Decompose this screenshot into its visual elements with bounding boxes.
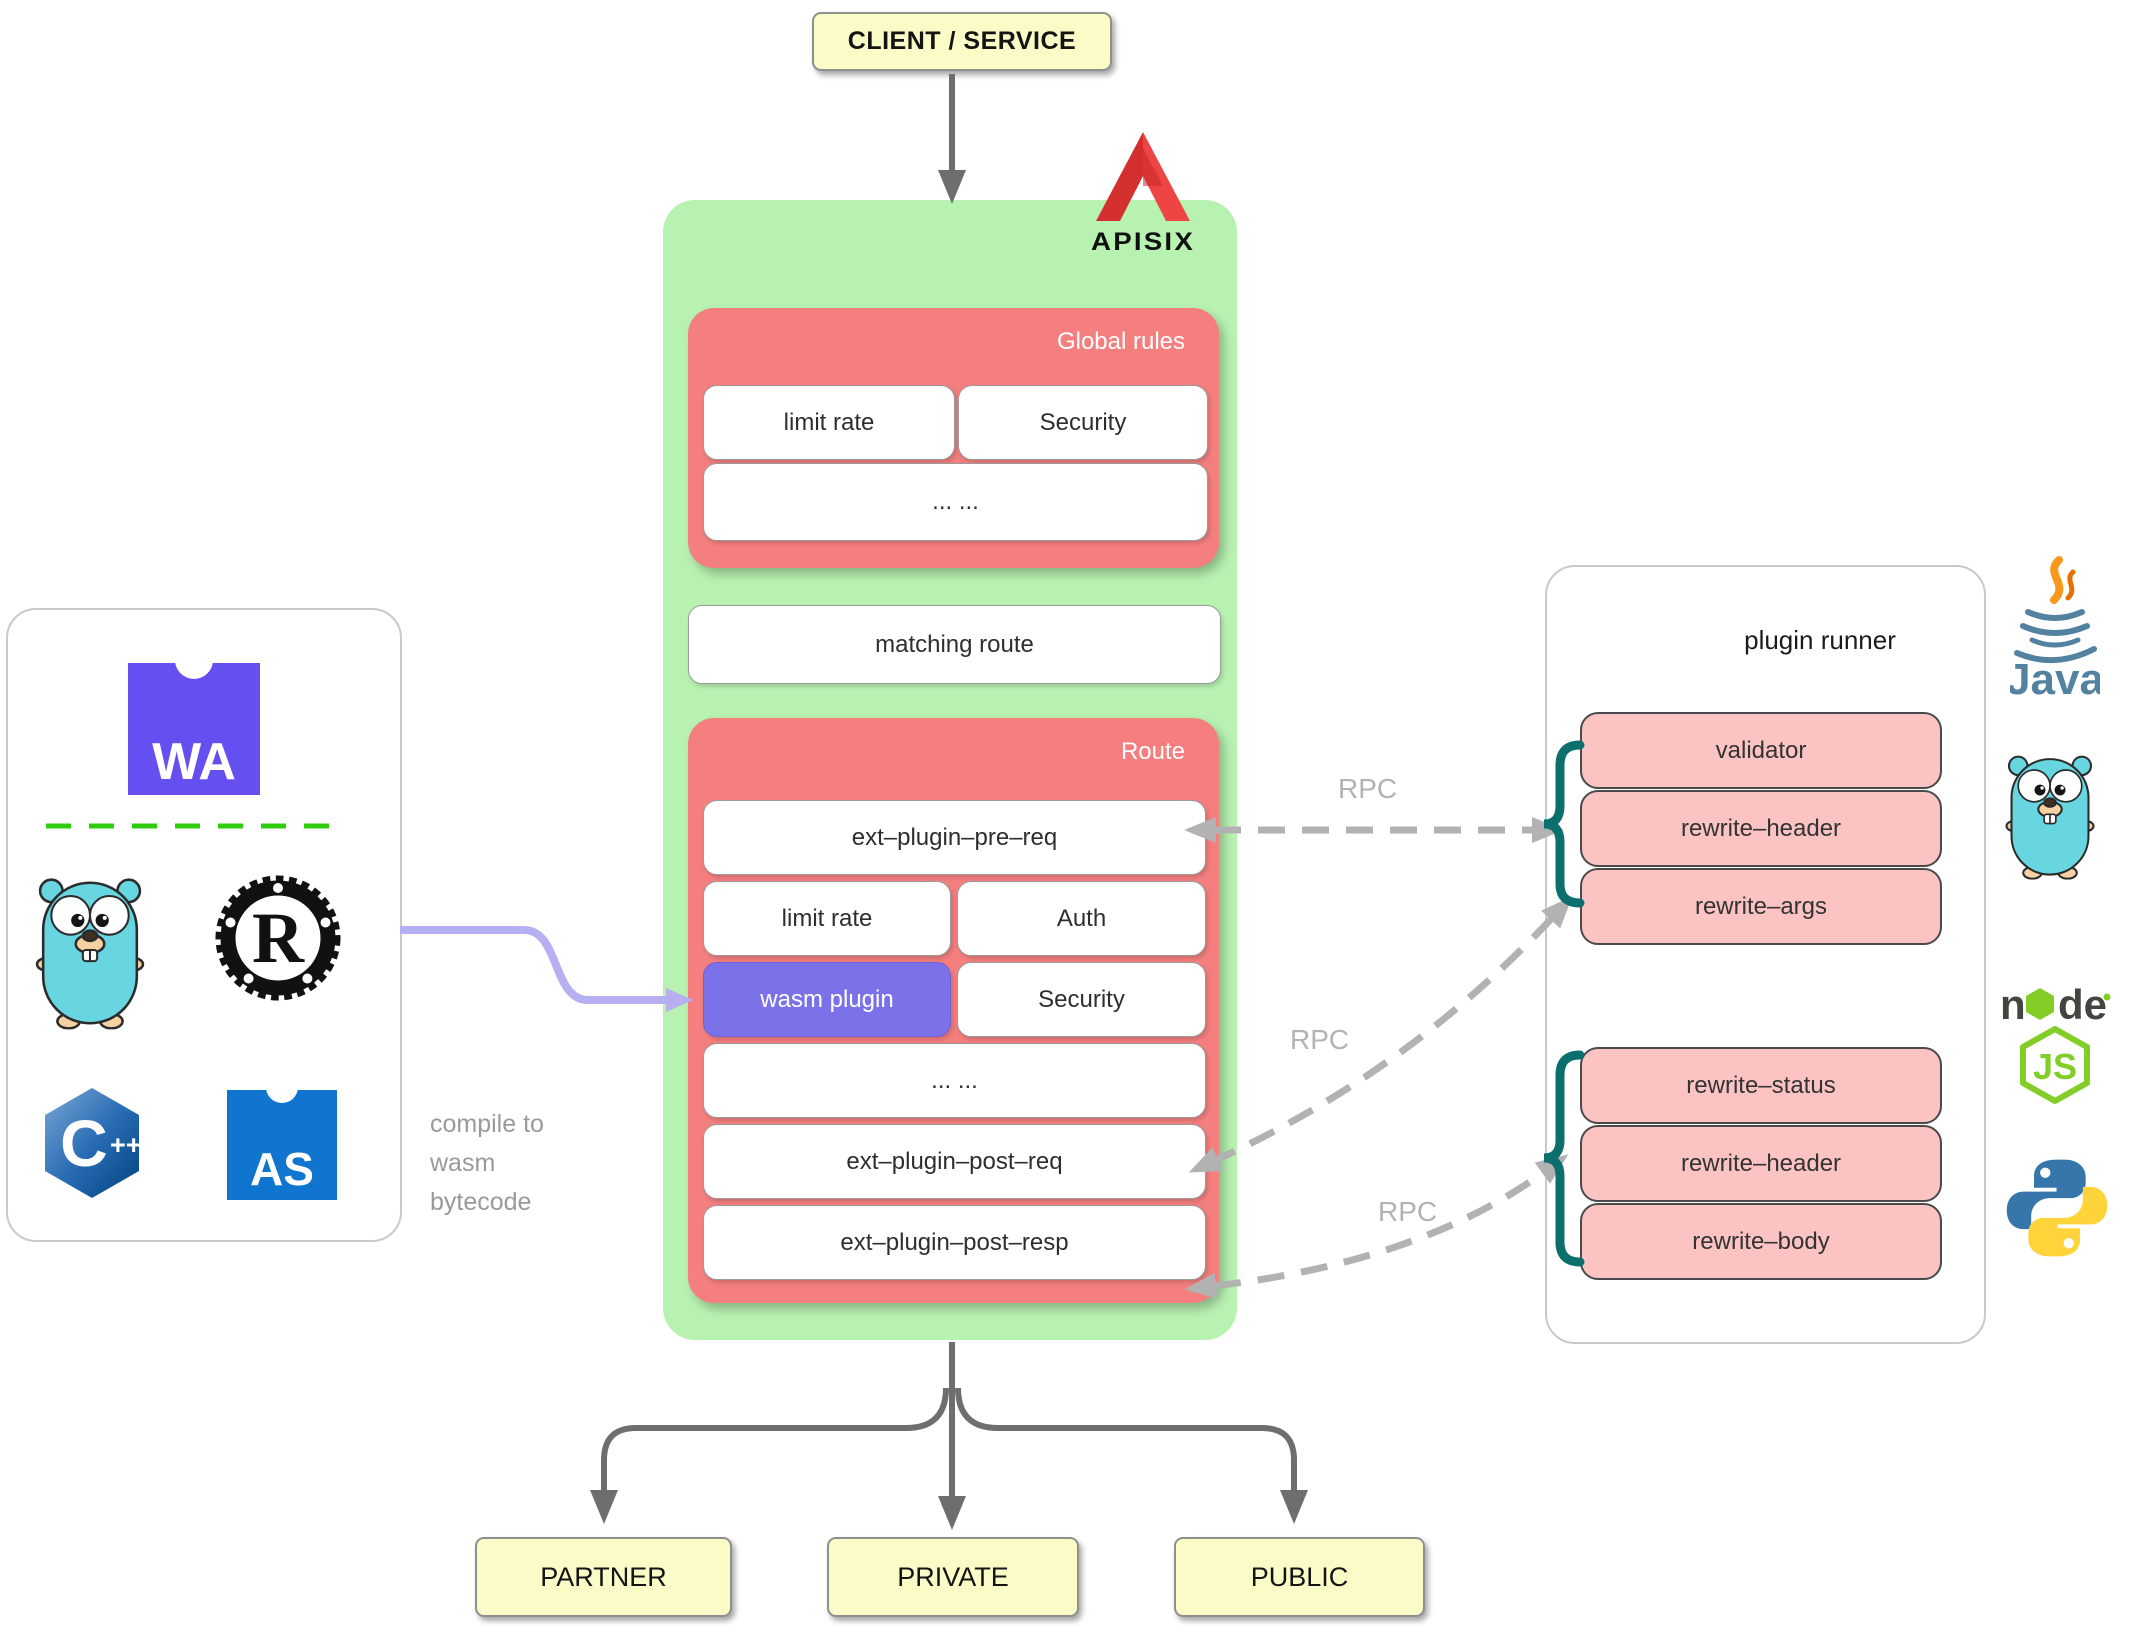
upstream-public-node: PUBLIC — [1174, 1537, 1425, 1617]
global-limit-rate-label: limit rate — [783, 408, 875, 436]
route-auth-box: Auth — [957, 881, 1206, 956]
node-text-n: n — [2000, 983, 2026, 1028]
global-security-box: Security — [958, 385, 1208, 460]
ext-plugin-post-req-box: ext–plugin–post–req — [703, 1124, 1206, 1199]
runner-rewrite-status-label: rewrite–status — [1686, 1071, 1836, 1099]
apisix-logo-icon: APISIX — [1078, 126, 1208, 258]
java-label: Java — [2010, 655, 2100, 702]
runner-rewrite-args-box: rewrite–args — [1580, 868, 1942, 945]
compile-note-line1: compile to — [430, 1110, 544, 1138]
route-title: Route — [1120, 738, 1185, 765]
route-limit-rate-label: limit rate — [781, 904, 873, 932]
ext-plugin-post-resp-label: ext–plugin–post–resp — [840, 1228, 1069, 1256]
runner-rewrite-body-label: rewrite–body — [1692, 1227, 1830, 1255]
runner-rewrite-header-label: rewrite–header — [1680, 814, 1842, 842]
java-icon: Java — [2010, 556, 2100, 702]
global-ellipsis-label: ... ... — [932, 488, 979, 515]
client-service-node: CLIENT / SERVICE — [812, 12, 1112, 71]
runner-validator-label: validator — [1715, 736, 1807, 764]
cpp-icon: C ++ — [42, 1086, 142, 1200]
runner-validator-box: validator — [1580, 712, 1942, 789]
runner-rewrite-status-box: rewrite–status — [1580, 1047, 1942, 1124]
ext-plugin-post-req-label: ext–plugin–post–req — [846, 1147, 1063, 1175]
rust-letter: R — [252, 898, 305, 978]
global-rules-panel: Global rules limit rate Security ... ... — [688, 308, 1219, 568]
gateway-to-partner-arrow — [590, 1387, 949, 1524]
ext-plugin-pre-req-box: ext–plugin–pre–req — [703, 800, 1206, 875]
client-service-label: CLIENT / SERVICE — [847, 27, 1077, 55]
cpp-letter: C — [60, 1106, 108, 1180]
apisix-brand-text: APISIX — [1091, 228, 1195, 256]
rpc-label-pre-req: RPC — [1338, 773, 1398, 804]
go-gopher-icon-right — [2004, 752, 2096, 880]
node-text-js: JS — [2033, 1046, 2077, 1087]
route-auth-label: Auth — [1056, 904, 1107, 932]
rpc-label-post-req: RPC — [1290, 1024, 1350, 1055]
python-icon — [2003, 1152, 2111, 1264]
ext-plugin-pre-req-label: ext–plugin–pre–req — [851, 823, 1058, 851]
rpc-post-req-arrow — [1188, 896, 1573, 1173]
webassembly-icon: WA — [128, 663, 260, 795]
matching-route-box: matching route — [688, 605, 1221, 684]
ext-plugin-post-resp-box: ext–plugin–post–resp — [703, 1205, 1206, 1280]
route-ellipsis-label: ... ... — [931, 1066, 978, 1094]
global-security-label: Security — [1039, 408, 1127, 436]
rust-icon: R — [213, 873, 343, 1003]
go-gopher-icon — [34, 874, 146, 1030]
route-limit-rate-box: limit rate — [703, 881, 951, 956]
compile-note: compile to wasm bytecode — [430, 1105, 660, 1222]
global-rules-title: Global rules — [1056, 328, 1185, 355]
assemblyscript-icon: AS — [227, 1090, 337, 1200]
rpc-post-resp-arrow — [1184, 1154, 1569, 1299]
runner-rewrite-header2-box: rewrite–header — [1580, 1125, 1942, 1202]
node-text-de: de — [2058, 983, 2107, 1028]
matching-route-label: matching route — [875, 630, 1034, 658]
nodejs-icon: n de JS — [1998, 983, 2112, 1105]
route-security-box: Security — [957, 962, 1206, 1037]
compile-note-line3: bytecode — [430, 1188, 532, 1216]
compile-to-wasm-arrow — [400, 926, 693, 1012]
runner-rewrite-header2-label: rewrite–header — [1680, 1149, 1842, 1177]
upstream-partner-node: PARTNER — [475, 1537, 732, 1617]
gateway-to-public-arrow — [955, 1387, 1308, 1524]
wasm-plugin-box: wasm plugin — [703, 962, 951, 1037]
webassembly-label: WA — [152, 733, 236, 791]
upstream-public-label: PUBLIC — [1250, 1561, 1349, 1592]
global-ellipsis-box: ... ... — [703, 463, 1208, 541]
upstream-private-node: PRIVATE — [827, 1537, 1079, 1617]
runner-rewrite-args-label: rewrite–args — [1694, 892, 1828, 920]
assemblyscript-label: AS — [250, 1143, 314, 1195]
upstream-partner-label: PARTNER — [540, 1561, 667, 1592]
route-ellipsis-box: ... ... — [703, 1043, 1206, 1118]
runner-rewrite-body-box: rewrite–body — [1580, 1203, 1942, 1280]
compile-note-line2: wasm — [430, 1149, 496, 1177]
runner-rewrite-header-box: rewrite–header — [1580, 790, 1942, 867]
cpp-plus-plus: ++ — [110, 1130, 142, 1160]
route-security-label: Security — [1038, 985, 1125, 1013]
rpc-label-post-resp: RPC — [1378, 1196, 1438, 1227]
plugin-runner-title: plugin runner — [1744, 625, 1896, 655]
global-limit-rate-box: limit rate — [703, 385, 955, 460]
route-panel: Route ext–plugin–pre–req limit rate Auth… — [688, 718, 1219, 1303]
wasm-plugin-label: wasm plugin — [760, 985, 894, 1013]
upstream-private-label: PRIVATE — [897, 1561, 1009, 1592]
